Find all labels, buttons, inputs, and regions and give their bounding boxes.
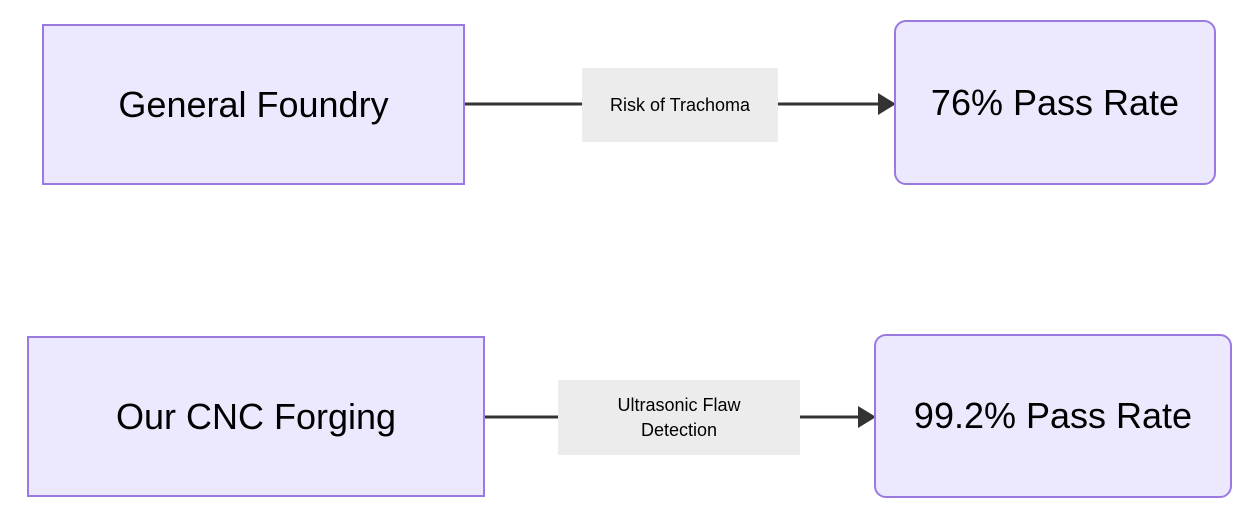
edge-label-risk-of-trachoma: Risk of Trachoma — [582, 68, 778, 142]
node-our-cnc-forging[interactable]: Our CNC Forging — [27, 336, 485, 497]
node-top-pass-rate[interactable]: 76% Pass Rate — [894, 20, 1216, 185]
node-bottom-pass-rate[interactable]: 99.2% Pass Rate — [874, 334, 1232, 498]
node-general-foundry[interactable]: General Foundry — [42, 24, 465, 185]
edge-label-ultrasonic-flaw-detection: Ultrasonic Flaw Detection — [558, 380, 800, 455]
